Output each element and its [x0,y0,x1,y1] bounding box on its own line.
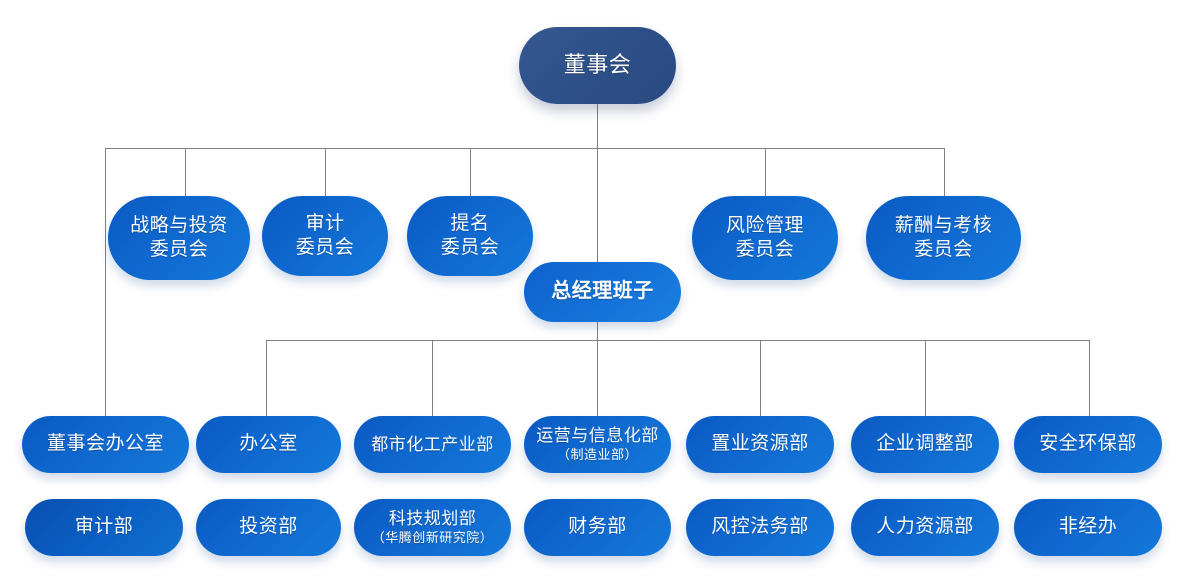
node-label: 提名 [450,212,490,234]
node-audit-dept[interactable]: 审计部 [25,499,183,556]
connector-drop-nomination-committee [470,148,471,196]
connector-drop-board-office [105,148,106,416]
connector-drop-operations-it [597,340,598,416]
connector-department-bus [266,340,1090,341]
node-nomination-committee[interactable]: 提名 委员会 [407,196,533,276]
connector-drop-risk-committee [765,148,766,196]
node-label: 人力资源部 [876,516,974,538]
node-sublabel: 委员会 [149,239,209,260]
connector-drop-office [266,340,267,416]
node-compensation-assessment-committee[interactable]: 薪酬与考核 委员会 [866,196,1021,280]
node-non-operating-office[interactable]: 非经办 [1014,499,1162,556]
node-label: 科技规划部 [388,509,477,529]
node-label: 风控法务部 [711,516,809,538]
node-safety-environment-dept[interactable]: 安全环保部 [1014,416,1162,473]
node-sublabel: 委员会 [440,237,500,258]
node-risk-management-committee[interactable]: 风险管理 委员会 [692,196,838,280]
node-board-office[interactable]: 董事会办公室 [22,416,189,473]
node-strategy-investment-committee[interactable]: 战略与投资 委员会 [108,196,250,280]
node-label: 董事会 [563,52,632,78]
node-label: 置业资源部 [711,433,809,455]
node-property-resources-dept[interactable]: 置业资源部 [686,416,834,473]
node-human-resources-dept[interactable]: 人力资源部 [851,499,999,556]
node-audit-committee[interactable]: 审计 委员会 [262,196,388,276]
node-investment-dept[interactable]: 投资部 [196,499,341,556]
node-label: 企业调整部 [876,433,974,455]
node-urban-chemical-industry-dept[interactable]: 都市化工产业部 [354,416,511,473]
node-label: 总经理班子 [551,280,654,303]
connector-drop-strategy-committee [185,148,186,196]
node-finance-dept[interactable]: 财务部 [524,499,671,556]
node-risk-control-legal-dept[interactable]: 风控法务部 [686,499,834,556]
node-label: 投资部 [239,516,298,538]
node-office[interactable]: 办公室 [196,416,341,473]
node-label: 办公室 [239,433,298,455]
node-label: 运营与信息化部 [536,426,659,446]
node-sublabel: 委员会 [914,239,973,260]
node-label: 董事会办公室 [46,433,164,455]
connector-drop-urban-chemical [432,340,433,416]
node-sublabel: （华腾创新研究院） [371,530,494,546]
connector-drop-enterprise-adjust [925,340,926,416]
node-label: 安全环保部 [1039,433,1137,455]
node-label: 审计部 [74,516,134,538]
node-label: 非经办 [1058,516,1118,538]
connector-drop-compensation-committee [944,148,945,196]
node-label: 都市化工产业部 [371,434,494,454]
connector-board-stem [597,104,598,149]
connector-drop-gm [597,148,598,262]
node-label: 财务部 [568,516,627,538]
connector-gm-stem [597,322,598,341]
node-sublabel: （制造业部） [556,447,638,463]
node-label: 审计 [305,212,345,234]
node-label: 战略与投资 [130,214,228,236]
node-enterprise-adjustment-dept[interactable]: 企业调整部 [851,416,999,473]
connector-drop-audit-committee [325,148,326,196]
node-sublabel: 委员会 [735,239,795,260]
node-sublabel: 委员会 [295,237,355,258]
node-board-of-directors[interactable]: 董事会 [519,27,676,104]
connector-drop-property-resources [760,340,761,416]
node-operations-informatization-dept[interactable]: 运营与信息化部 （制造业部） [524,416,671,473]
node-technology-planning-dept[interactable]: 科技规划部 （华腾创新研究院） [354,499,511,556]
node-label: 薪酬与考核 [894,214,993,236]
node-label: 风险管理 [725,214,804,236]
connector-drop-safety-environment [1089,340,1090,416]
connector-committee-bus [105,148,945,149]
node-general-manager-team[interactable]: 总经理班子 [524,262,681,322]
